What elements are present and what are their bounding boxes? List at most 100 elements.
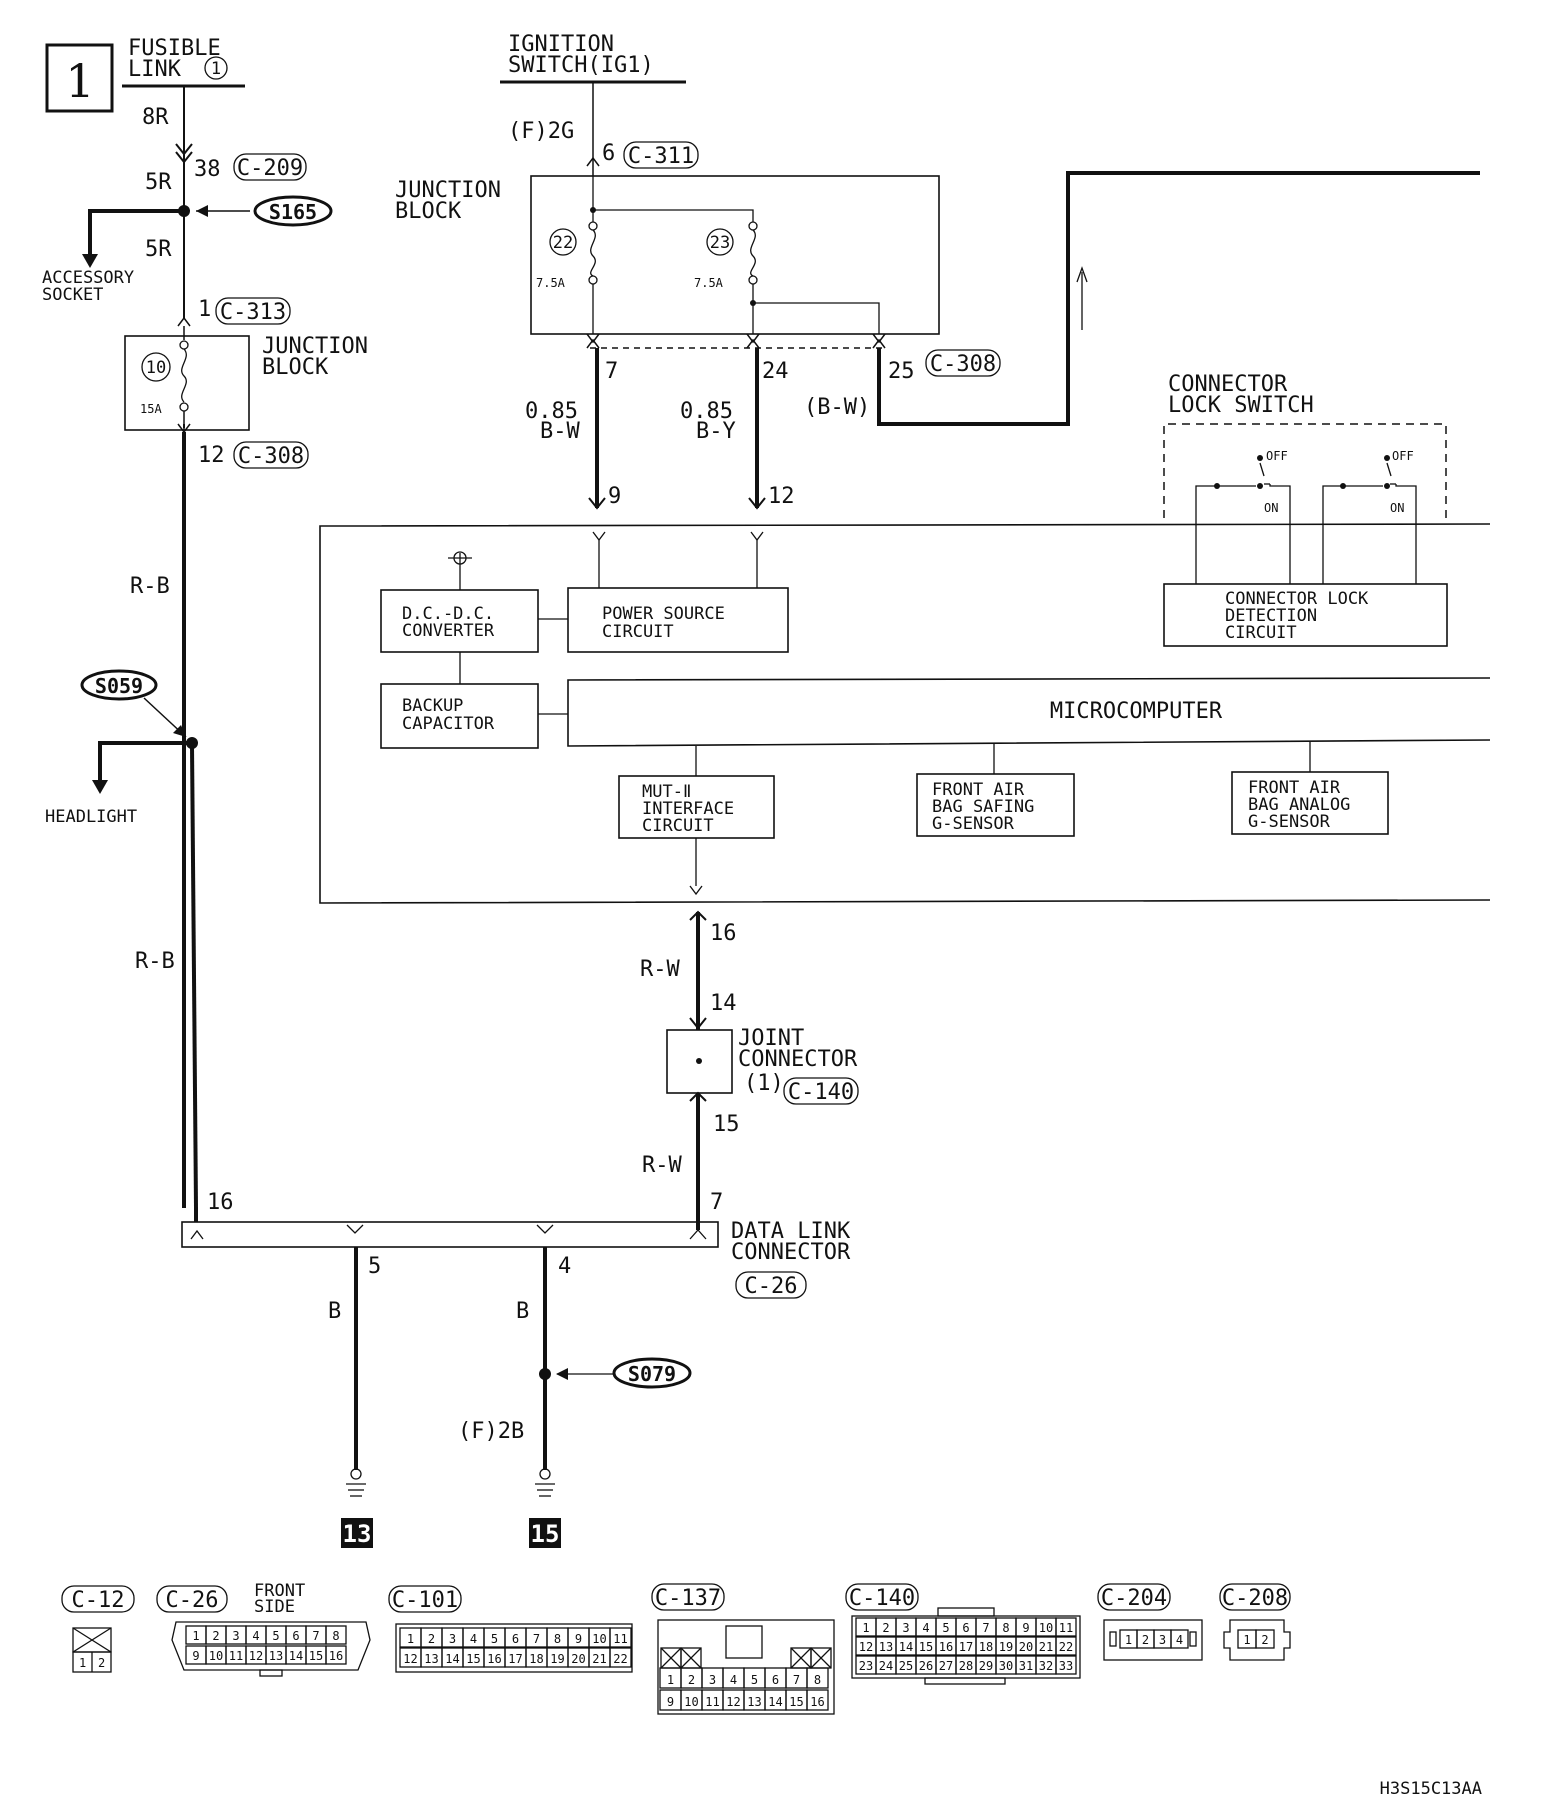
- connector-pin-number: 2: [1142, 1633, 1149, 1647]
- connector-pin-number: 32: [1039, 1659, 1053, 1673]
- connector-pin-number: 14: [289, 1649, 303, 1663]
- connector-pin-number: 9: [192, 1649, 199, 1663]
- connector-pin-number: 10: [209, 1649, 223, 1663]
- connector-pin-cell: [325, 1625, 347, 1645]
- connector-pin-number: 16: [329, 1649, 343, 1663]
- pin-16-dlc: 16: [207, 1190, 234, 1215]
- svg-text:C-101: C-101: [392, 1588, 458, 1613]
- connector-pin-number: 10: [1039, 1621, 1053, 1635]
- connector-pin-number: 6: [962, 1621, 969, 1635]
- wire-b-left: B: [328, 1299, 341, 1324]
- connector-pin-number: 13: [424, 1652, 438, 1666]
- connector-pin-number: 9: [575, 1632, 582, 1646]
- fuse-10-number: 10: [146, 358, 166, 378]
- connector-pin-number: 3: [449, 1632, 456, 1646]
- connector-pin-number: 3: [1159, 1633, 1166, 1647]
- pin-15-joint: 15: [713, 1112, 740, 1137]
- svg-text:BAG ANALOG: BAG ANALOG: [1248, 795, 1350, 815]
- wire-rw-label-lower: R-W: [642, 1153, 682, 1178]
- junction-block-right-title: JUNCTION: [395, 178, 501, 203]
- fusible-link-number: 1: [211, 59, 221, 79]
- svg-text:CAPACITOR: CAPACITOR: [402, 714, 495, 734]
- connector-pin-number: 2: [882, 1621, 889, 1635]
- wire-color-a: B-W: [540, 419, 580, 444]
- connector-pin-number: 19: [550, 1652, 564, 1666]
- svg-text:C-26: C-26: [166, 1588, 219, 1613]
- pin-38: 38: [194, 157, 221, 182]
- connector-pin-number: 4: [730, 1673, 737, 1687]
- connector-tag-c311: C-311: [623, 141, 699, 169]
- connector-pin-cell: [1055, 1636, 1077, 1656]
- svg-text:MICROCOMPUTER: MICROCOMPUTER: [1050, 699, 1223, 724]
- fuse-10-amp: 15A: [140, 402, 162, 416]
- dcdc-converter: D.C.-D.C. CONVERTER: [380, 551, 568, 684]
- splice-tag-s079: S079: [612, 1357, 692, 1389]
- connector-pin-number: 12: [403, 1652, 417, 1666]
- svg-text:1: 1: [79, 1656, 86, 1670]
- connector-tag-c308-right: C-308: [925, 349, 1001, 377]
- joint-connector-subtitle: CONNECTOR: [738, 1047, 858, 1072]
- connector-pin-cell: [806, 1689, 829, 1711]
- wire-color-c: (B-W): [804, 395, 870, 420]
- connector-pin-number: 7: [982, 1621, 989, 1635]
- svg-text:G-SENSOR: G-SENSOR: [932, 814, 1015, 834]
- pin-1-jb: 1: [198, 297, 211, 322]
- svg-text:S059: S059: [95, 674, 143, 698]
- svg-text:CONNECTOR LOCK: CONNECTOR LOCK: [1225, 589, 1369, 609]
- svg-text:FRONT AIR: FRONT AIR: [932, 780, 1025, 800]
- connector-pin-number: 4: [1176, 1633, 1183, 1647]
- pin-5-dlc: 5: [368, 1254, 381, 1279]
- connector-pin-cell: [325, 1645, 347, 1665]
- ground-point-13: 13: [341, 1518, 373, 1548]
- connector-pin-number: 22: [1059, 1640, 1073, 1654]
- splice-tag-s165: S165: [253, 195, 333, 227]
- junction-block-right: 22 7.5A 23 7.5A: [530, 156, 940, 349]
- connector-lock-detection-circuit: CONNECTOR LOCK DETECTION CIRCUIT: [1163, 583, 1448, 647]
- connector-lock-switch-subtitle: LOCK SWITCH: [1168, 393, 1314, 418]
- ground-wire-left: [346, 1247, 366, 1497]
- svg-text:C-209: C-209: [237, 156, 303, 181]
- connector-pin-number: 7: [533, 1632, 540, 1646]
- svg-text:C-308: C-308: [930, 352, 996, 377]
- svg-text:DETECTION: DETECTION: [1225, 606, 1317, 626]
- svg-text:CIRCUIT: CIRCUIT: [1225, 623, 1297, 643]
- ground-point-15: 15: [529, 1518, 561, 1548]
- connector-pin-number: 2: [428, 1632, 435, 1646]
- pin-16-unit: 16: [710, 921, 737, 946]
- junction-block-left-subtitle: BLOCK: [262, 355, 329, 380]
- pin-7-jb: 7: [605, 359, 618, 384]
- connector-pin-number: 11: [705, 1695, 719, 1709]
- connector-pin-number: 31: [1019, 1659, 1033, 1673]
- svg-text:C-313: C-313: [220, 300, 286, 325]
- svg-text:C-204: C-204: [1101, 1586, 1167, 1611]
- wire-rb-label-upper: R-B: [130, 574, 170, 599]
- connector-pin-number: 16: [487, 1652, 501, 1666]
- legend-c12: C-12 1 2: [61, 1585, 135, 1673]
- pin-12-unit: 12: [768, 484, 795, 509]
- svg-text:C-140: C-140: [849, 1586, 915, 1611]
- wire-f2b-label: (F)2B: [458, 1419, 524, 1444]
- connector-pin-number: 3: [232, 1629, 239, 1643]
- pin-7-dlc: 7: [710, 1190, 723, 1215]
- joint-connector: [666, 1029, 733, 1094]
- connector-tag-c308-left: C-308: [233, 441, 309, 469]
- connector-pin-number: 8: [814, 1673, 821, 1687]
- ignition-switch-subtitle: SWITCH(IG1): [508, 53, 654, 78]
- splice-tag-s059: S059: [80, 669, 158, 701]
- connector-pin-number: 12: [249, 1649, 263, 1663]
- connector-pin-cell: [806, 1667, 829, 1689]
- splice-s165-node: [82, 205, 250, 268]
- connector-pin-number: 33: [1059, 1659, 1073, 1673]
- connector-pin-cell: [609, 1627, 632, 1648]
- fuse-22-amp: 7.5A: [536, 276, 566, 290]
- connector-pin-number: 11: [1059, 1621, 1073, 1635]
- data-link-connector: [181, 1208, 719, 1248]
- connector-pin-number: 6: [292, 1629, 299, 1643]
- connector-pin-number: 1: [192, 1629, 199, 1643]
- connector-pin-number: 15: [789, 1695, 803, 1709]
- switch-2-off: OFF: [1392, 449, 1414, 463]
- svg-text:BAG SAFING: BAG SAFING: [932, 797, 1034, 817]
